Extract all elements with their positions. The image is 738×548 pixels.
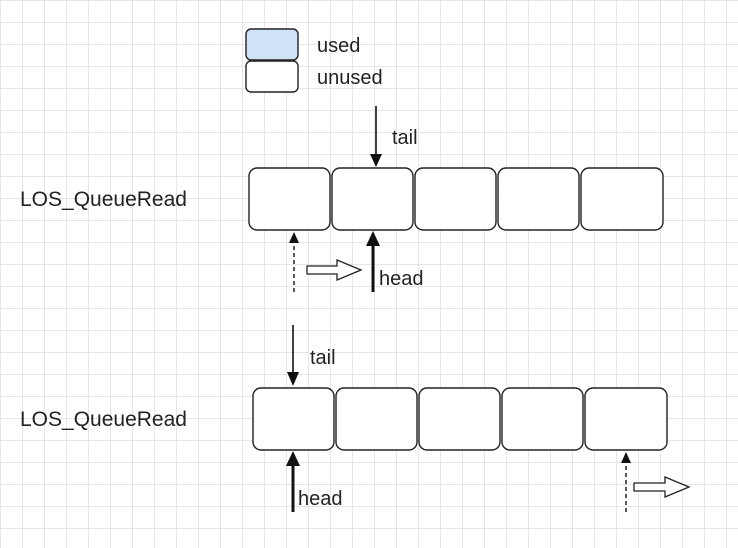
step-2-previous-head-arrow	[621, 452, 631, 512]
step-1-slot	[580, 167, 664, 231]
step-1-head-label: head	[379, 268, 424, 290]
step-2-tail-label: tail	[310, 347, 336, 369]
step-1-move-right-arrow	[306, 259, 363, 281]
step-2-queue	[252, 387, 668, 451]
step-2-slot	[501, 387, 584, 451]
step-1-head-arrow	[366, 231, 380, 292]
step-2-slot	[584, 387, 668, 451]
step-1-slot	[331, 167, 414, 231]
step-1-tail-arrow	[370, 106, 382, 167]
legend-unused-label: unused	[317, 67, 383, 89]
step-2-slot	[418, 387, 501, 451]
step-1-slot	[414, 167, 497, 231]
step-2: LOS_QueueRead tail head	[20, 325, 691, 512]
step-1-queue	[248, 167, 664, 231]
step-1-operation-label: LOS_QueueRead	[20, 188, 187, 211]
step-2-slot	[252, 387, 335, 451]
step-2-head-label: head	[298, 488, 343, 510]
step-2-operation-label: LOS_QueueRead	[20, 408, 187, 431]
step-1-previous-head-arrow	[289, 232, 299, 292]
step-1: LOS_QueueRead tail head	[20, 106, 664, 292]
legend: used unused	[245, 28, 383, 93]
step-1-tail-label: tail	[392, 127, 418, 149]
legend-unused-swatch	[245, 60, 299, 93]
step-1-slot	[248, 167, 331, 231]
step-1-slot	[497, 167, 580, 231]
step-2-move-right-arrow	[633, 476, 691, 498]
step-2-tail-arrow	[287, 325, 299, 386]
legend-used-swatch	[245, 28, 299, 61]
legend-used-label: used	[317, 35, 360, 57]
step-2-slot	[335, 387, 418, 451]
step-2-head-arrow	[286, 451, 300, 512]
